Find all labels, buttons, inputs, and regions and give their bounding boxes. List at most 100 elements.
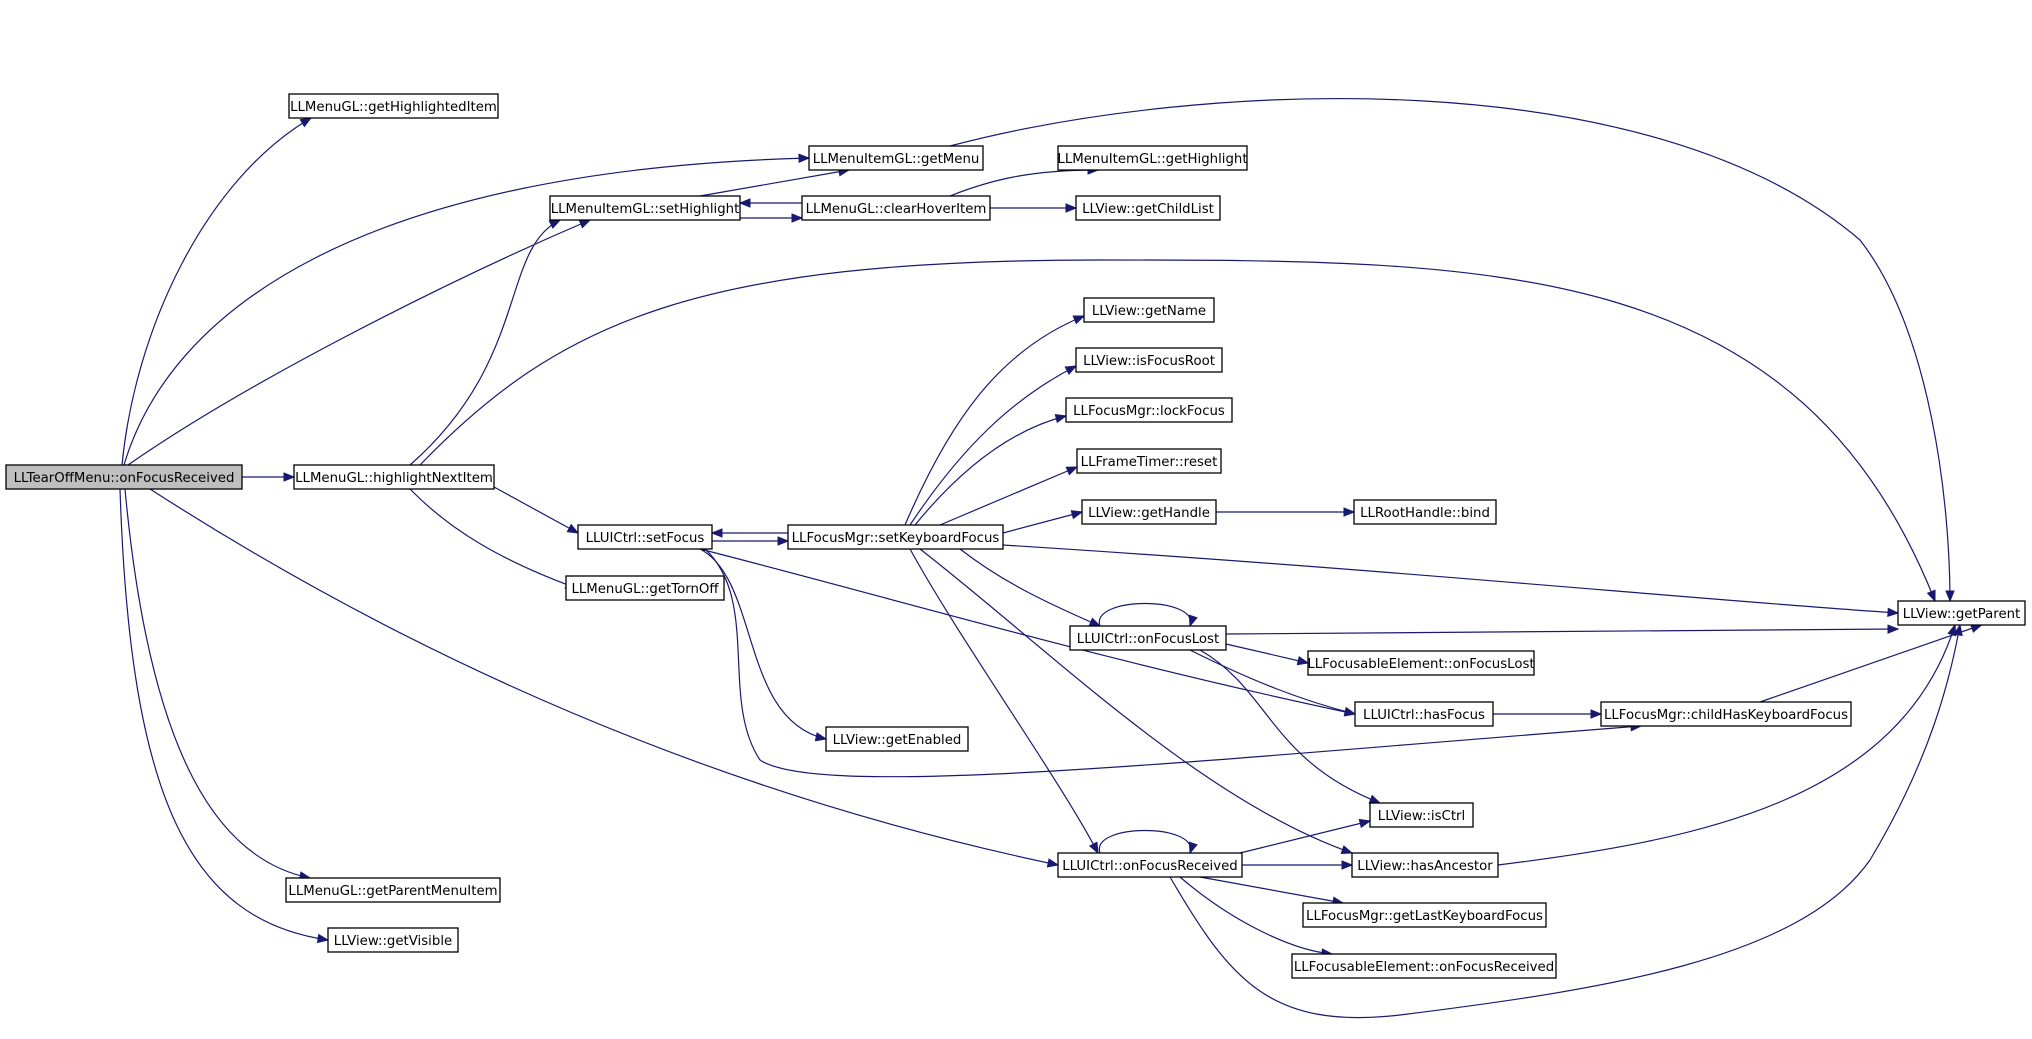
- node-getHandle[interactable]: LLView::getHandle: [1081, 499, 1217, 525]
- arrowhead: [1887, 607, 1900, 618]
- node-label: LLView::getName: [1092, 304, 1206, 319]
- edge-line: [124, 488, 311, 879]
- edge-line: [1099, 602, 1191, 627]
- edge-line: [419, 259, 1936, 602]
- edge-setKeyboardFocus-to-getParent: [1002, 544, 1900, 618]
- node-lockFocus[interactable]: LLFocusMgr::lockFocus: [1065, 397, 1233, 423]
- node-label: LLMenuItemGL::getMenu: [813, 152, 980, 167]
- edge-line: [1169, 624, 1961, 1019]
- node-setFocus[interactable]: LLUICtrl::setFocus: [577, 524, 713, 550]
- edge-line: [1225, 643, 1309, 664]
- edge-onFocusLost-to-feOnFocusLost: [1225, 643, 1310, 666]
- node-label: LLView::getHandle: [1088, 506, 1210, 521]
- edge-setKeyboardFocus-to-getName: [904, 315, 1086, 526]
- node-getParentMenuItem[interactable]: LLMenuGL::getParentMenuItem: [285, 877, 501, 903]
- node-getChildList[interactable]: LLView::getChildList: [1075, 195, 1221, 221]
- arrowhead: [814, 732, 828, 742]
- node-getMenu[interactable]: LLMenuItemGL::getMenu: [808, 145, 984, 171]
- edge-uiOnFocusReceived-to-getLastKeyboardFocus: [1199, 876, 1345, 906]
- edge-line: [1225, 628, 1899, 635]
- node-label: LLMenuGL::getHighlightedItem: [290, 100, 497, 115]
- node-label: LLUICtrl::onFocusReceived: [1062, 859, 1237, 874]
- arrowhead: [1088, 617, 1102, 627]
- arrowhead: [1188, 614, 1198, 628]
- node-label: LLMenuItemGL::getHighlight: [1057, 152, 1247, 167]
- edge-setFocus-to-setKeyboardFocus: [712, 536, 790, 546]
- node-getVisible[interactable]: LLView::getVisible: [327, 927, 459, 953]
- node-box: [1307, 650, 1535, 676]
- arrowhead: [777, 536, 790, 546]
- arrowhead: [566, 523, 580, 534]
- node-box: [288, 93, 499, 119]
- node-getName[interactable]: LLView::getName: [1083, 297, 1215, 323]
- arrowhead: [710, 528, 723, 538]
- arrowhead: [299, 117, 313, 128]
- node-box: [293, 464, 495, 490]
- edge-setKeyboardFocus-to-uiOnFocusReceived: [909, 548, 1099, 855]
- node-label: LLView::isCtrl: [1378, 809, 1465, 824]
- node-onFocusLost[interactable]: LLUICtrl::onFocusLost: [1069, 625, 1227, 651]
- edge-line: [949, 98, 1951, 602]
- node-highlightNextItem[interactable]: LLMenuGL::highlightNextItem: [293, 464, 495, 490]
- edge-line: [493, 486, 579, 534]
- edge-line: [704, 548, 1642, 778]
- node-feOnFocusReceived[interactable]: LLFocusableElement::onFocusReceived: [1291, 953, 1557, 979]
- node-box: [1369, 802, 1474, 828]
- edge-line: [699, 548, 1356, 715]
- arrowhead: [316, 933, 330, 944]
- node-label: LLFocusableElement::onFocusReceived: [1294, 960, 1554, 975]
- node-box: [5, 464, 243, 490]
- arrowhead: [1953, 623, 1963, 637]
- edge-line: [1189, 649, 1356, 715]
- node-label: LLTearOffMenu::onFocusReceived: [14, 471, 235, 486]
- node-feOnFocusLost[interactable]: LLFocusableElement::onFocusLost: [1307, 650, 1535, 676]
- arrowhead: [548, 219, 562, 229]
- edge-getMenu-to-getParent: [949, 98, 1955, 603]
- edge-hasFocus-to-childHasKeyboardFocus: [1493, 709, 1603, 719]
- node-getLastKeyboardFocus[interactable]: LLFocusMgr::getLastKeyboardFocus: [1302, 902, 1547, 928]
- edge-line: [121, 117, 312, 466]
- edge-line: [1179, 876, 1333, 955]
- node-isFocusRoot[interactable]: LLView::isFocusRoot: [1075, 347, 1223, 373]
- edge-root-to-uiOnFocusReceived: [149, 488, 1060, 868]
- node-uiOnFocusReceived[interactable]: LLUICtrl::onFocusReceived: [1057, 852, 1243, 878]
- node-getParent[interactable]: LLView::getParent: [1897, 600, 2026, 626]
- node-box: [787, 524, 1004, 550]
- node-hasAncestor[interactable]: LLView::hasAncestor: [1351, 852, 1499, 878]
- node-setKeyboardFocus[interactable]: LLFocusMgr::setKeyboardFocus: [787, 524, 1004, 550]
- arrowhead: [578, 219, 592, 229]
- edge-line: [409, 219, 561, 466]
- node-getHighlightedItem[interactable]: LLMenuGL::getHighlightedItem: [288, 93, 499, 119]
- node-reset[interactable]: LLFrameTimer::reset: [1076, 448, 1222, 474]
- edge-line: [909, 548, 1099, 854]
- node-isCtrl[interactable]: LLView::isCtrl: [1369, 802, 1474, 828]
- arrowhead: [1296, 656, 1310, 666]
- node-getHighlight[interactable]: LLMenuItemGL::getHighlight: [1057, 145, 1248, 171]
- edge-setFocus-to-hasFocus: [699, 548, 1357, 717]
- edge-getHandle-to-bind: [1216, 507, 1356, 517]
- node-label: LLMenuGL::clearHoverItem: [806, 202, 987, 217]
- node-root[interactable]: LLTearOffMenu::onFocusReceived: [5, 464, 243, 490]
- node-label: LLView::getVisible: [334, 934, 452, 949]
- arrowhead: [1368, 794, 1382, 804]
- arrowhead: [1088, 841, 1099, 855]
- arrowhead: [1046, 858, 1060, 868]
- node-bind[interactable]: LLRootHandle::bind: [1353, 499, 1497, 525]
- edge-line: [959, 548, 1101, 627]
- node-childHasKeyboardFocus[interactable]: LLFocusMgr::childHasKeyboardFocus: [1600, 701, 1852, 727]
- node-clearHoverItem[interactable]: LLMenuGL::clearHoverItem: [801, 195, 991, 221]
- node-getTornOff[interactable]: LLMenuGL::getTornOff: [565, 575, 725, 601]
- node-hasFocus[interactable]: LLUICtrl::hasFocus: [1354, 701, 1494, 727]
- node-setHighlight[interactable]: LLMenuItemGL::setHighlight: [549, 195, 741, 221]
- edge-line: [149, 488, 1059, 866]
- edge-uiOnFocusReceived-to-isCtrl: [1239, 818, 1372, 854]
- edge-root-to-highlightNextItem: [242, 472, 296, 482]
- edge-line: [119, 488, 329, 941]
- edge-uiOnFocusReceived-to-getParent: [1169, 623, 1963, 1019]
- edge-uiOnFocusReceived-to-hasAncestor: [1242, 860, 1354, 870]
- edge-setHighlight-to-clearHoverItem: [740, 213, 804, 223]
- node-box: [1302, 902, 1547, 928]
- node-getEnabled[interactable]: LLView::getEnabled: [825, 726, 969, 752]
- edge-line: [919, 548, 1353, 854]
- arrowhead: [791, 213, 804, 223]
